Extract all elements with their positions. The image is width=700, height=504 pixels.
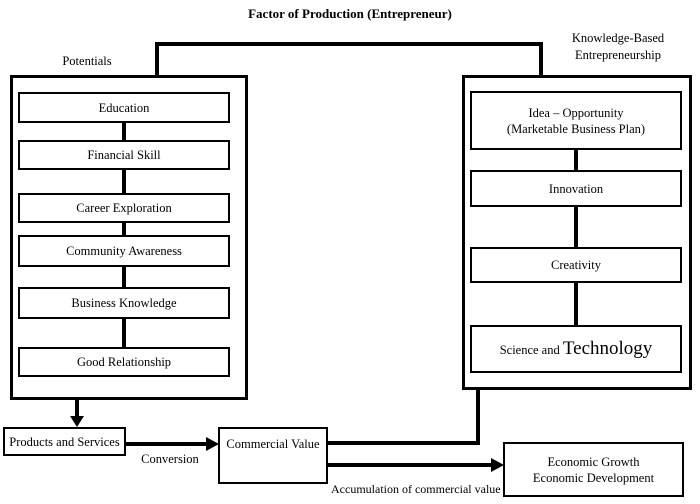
- connector-commercial-kbe-horizontal: [328, 441, 480, 445]
- arrow-potentials-products-stem: [75, 400, 79, 417]
- connector-career-community: [122, 222, 126, 236]
- connector-commercial-kbe-vertical: [476, 390, 480, 445]
- node-creativity: Creativity: [470, 247, 682, 283]
- node-community-awareness: Community Awareness: [18, 235, 230, 267]
- node-commercial-value: Commercial Value: [218, 427, 328, 484]
- economic-growth-line: Economic Growth: [547, 454, 640, 469]
- bracket-top-line: [155, 42, 543, 46]
- arrow-accumulation-stem: [328, 463, 492, 467]
- potentials-label: Potentials: [62, 54, 112, 68]
- node-products-services: Products and Services: [3, 427, 126, 456]
- diagram-title: Factor of Production (Entrepreneur): [248, 6, 452, 21]
- kbe-label-line2: Entrepreneurship: [574, 48, 662, 62]
- node-idea-opportunity: Idea – Opportunity (Marketable Business …: [470, 91, 682, 150]
- node-science-technology: Science and Technology: [470, 325, 682, 373]
- arrow-potentials-products-head: [70, 416, 84, 427]
- node-career-exploration: Career Exploration: [18, 193, 230, 223]
- kbe-label-line1: Knowledge-Based: [571, 31, 665, 45]
- arrow-conversion-stem: [126, 442, 207, 446]
- idea-opportunity-line1: Idea – Opportunity: [528, 105, 624, 120]
- node-innovation: Innovation: [470, 170, 682, 207]
- knowledge-based-entrepreneurship-label: Knowledge-Based Entrepreneurship: [548, 30, 688, 64]
- node-business-knowledge: Business Knowledge: [18, 287, 230, 319]
- bracket-left-leg: [155, 42, 159, 77]
- connector-innovation-creativity: [574, 206, 578, 248]
- bracket-right-leg: [539, 42, 543, 77]
- connector-community-business: [122, 266, 126, 288]
- conversion-label: Conversion: [141, 452, 199, 466]
- science-technology-text: Science and Technology: [499, 337, 653, 359]
- connector-idea-innovation: [574, 149, 578, 171]
- idea-opportunity-line2: (Marketable Business Plan): [506, 121, 646, 136]
- accumulation-label: Accumulation of commercial value: [331, 482, 501, 496]
- technology-text: Technology: [562, 337, 653, 359]
- arrow-accumulation-head: [491, 458, 504, 472]
- node-economic-growth-development: Economic Growth Economic Development: [503, 442, 684, 497]
- connector-education-financial: [122, 122, 126, 140]
- economic-development-line: Economic Development: [532, 470, 655, 485]
- connector-creativity-science: [574, 282, 578, 326]
- science-prefix: Science and: [499, 342, 563, 357]
- arrow-conversion-head: [206, 437, 219, 451]
- connector-business-good: [122, 318, 126, 348]
- node-good-relationship: Good Relationship: [18, 347, 230, 377]
- connector-financial-career: [122, 169, 126, 194]
- node-financial-skill: Financial Skill: [18, 140, 230, 170]
- node-education: Education: [18, 92, 230, 123]
